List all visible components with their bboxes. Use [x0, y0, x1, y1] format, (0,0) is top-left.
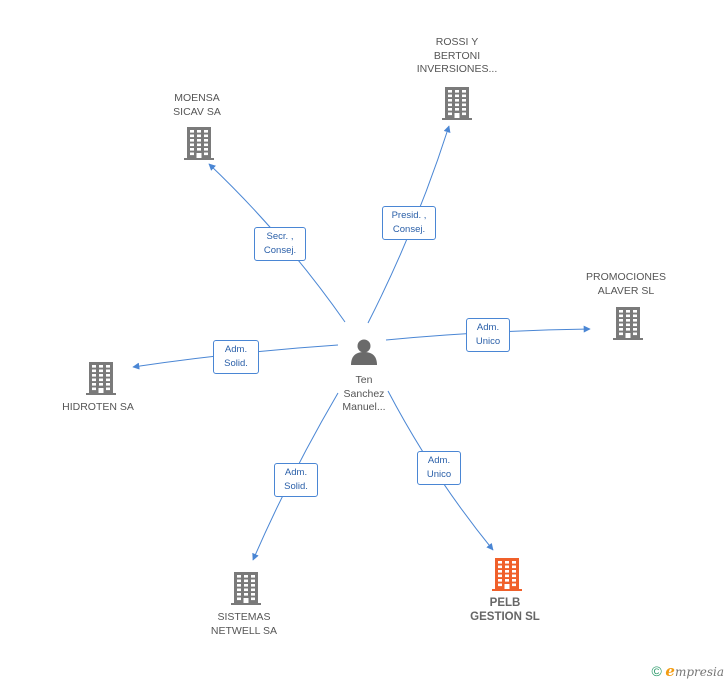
company-label-line: GESTION SL	[470, 610, 540, 623]
role-label-hidroten[interactable]: Adm. Solid.	[213, 340, 259, 374]
building-icon-rossi[interactable]	[442, 87, 472, 120]
company-label-line: PROMOCIONES	[586, 271, 666, 283]
building-icon-pelb[interactable]	[492, 558, 522, 591]
company-label-line: HIDROTEN SA	[62, 401, 134, 413]
role-label-line: Unico	[475, 336, 501, 347]
role-label-line: Unico	[426, 469, 452, 480]
role-label-line: Solid.	[284, 481, 308, 492]
building-icon-promociones[interactable]	[613, 307, 643, 340]
role-label-moensa[interactable]: Secr. , Consej.	[254, 227, 306, 261]
company-label-line: BERTONI	[433, 49, 481, 62]
person-label-line: Sanchez	[343, 387, 385, 400]
nodes-layer	[86, 87, 643, 605]
role-label-line: Adm.	[284, 467, 308, 478]
person-label-line: Ten	[355, 374, 373, 386]
footer-brand: © empresia	[651, 662, 724, 680]
company-label-line: NETWELL SA	[210, 624, 278, 637]
role-label-line: Consej.	[392, 224, 426, 235]
role-label-line: Adm.	[476, 322, 500, 333]
building-icon-hidroten[interactable]	[86, 362, 116, 395]
company-label-line: SICAV SA	[173, 105, 221, 118]
role-label-line: Consej.	[263, 245, 297, 256]
building-icon-sistemas[interactable]	[231, 572, 261, 605]
role-label-line: Secr. ,	[266, 231, 294, 242]
role-label-pelb[interactable]: Adm. Unico	[417, 451, 461, 485]
copyright-symbol: ©	[651, 663, 662, 679]
role-label-line: Adm.	[224, 344, 248, 355]
role-label-promociones[interactable]: Adm. Unico	[466, 318, 510, 352]
company-label-line: MOENSA	[174, 92, 220, 104]
role-label-sistemas[interactable]: Adm. Solid.	[274, 463, 318, 497]
company-label-line: SISTEMAS	[217, 611, 271, 623]
company-label-hidroten[interactable]: HIDROTEN SA	[62, 401, 134, 415]
role-label-line: Presid. ,	[391, 210, 427, 221]
role-label-line: Solid.	[224, 358, 248, 369]
company-label-line: PELB	[489, 597, 521, 609]
empresia-logo: empresia	[665, 662, 724, 680]
company-label-line: INVERSIONES...	[416, 63, 498, 75]
person-icon[interactable]	[351, 339, 377, 366]
role-label-line: Adm.	[427, 455, 451, 466]
company-label-line: ALAVER SL	[597, 284, 655, 297]
person-label-line: Manuel...	[342, 401, 386, 413]
building-icon-moensa[interactable]	[184, 127, 214, 160]
company-label-line: ROSSI Y	[435, 36, 479, 48]
center-person-label[interactable]: Ten Sanchez Manuel...	[342, 374, 385, 415]
role-label-rossi[interactable]: Presid. , Consej.	[382, 206, 436, 240]
